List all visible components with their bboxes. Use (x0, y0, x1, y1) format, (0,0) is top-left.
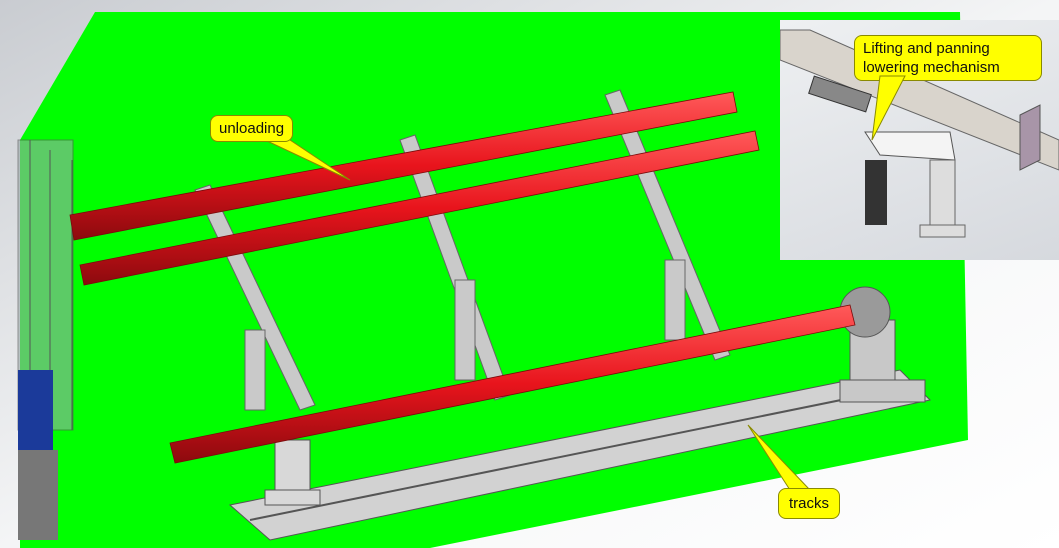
tailstock (264, 439, 321, 506)
chuck-headstock (839, 286, 926, 403)
track-rail (228, 369, 932, 541)
mechanism-drawing (779, 29, 1059, 238)
unloading-callout: unloading (210, 115, 294, 142)
mechanism-callout: Lifting and panning lowering mechanism (854, 35, 1042, 81)
mechanism-inset: Lifting and panning lowering mechanism (779, 20, 1059, 260)
tracks-callout: tracks (778, 488, 841, 519)
blue-machine (18, 370, 53, 460)
mechanism-pointer (871, 75, 906, 141)
red-pipes (69, 91, 856, 464)
grey-cabinet (18, 450, 58, 540)
